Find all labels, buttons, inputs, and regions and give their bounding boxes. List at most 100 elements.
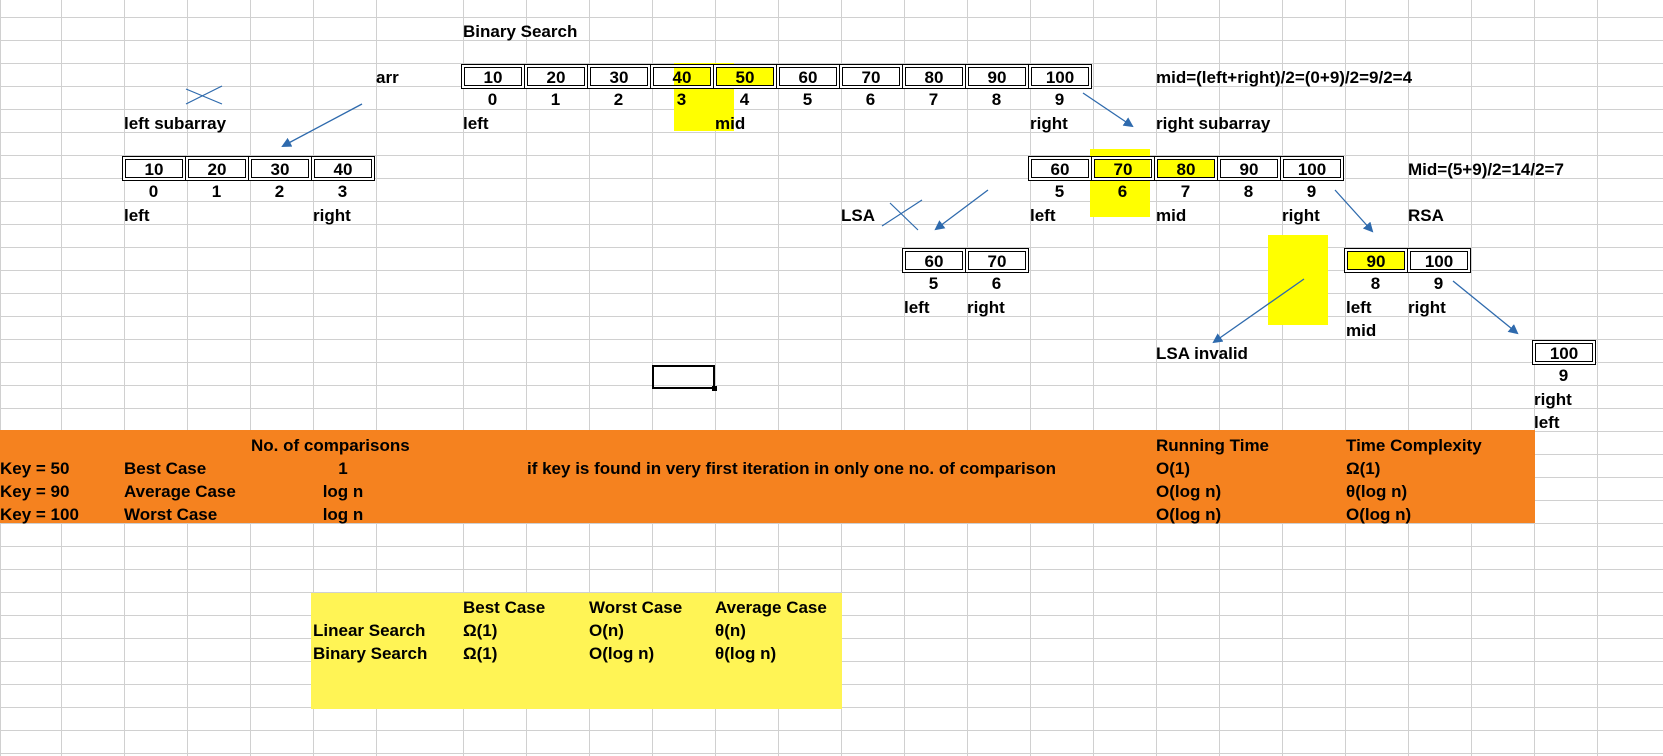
left-subarray-left-label: left: [124, 206, 150, 225]
lsa-left-label: left: [904, 298, 930, 317]
rsa-array-index: 8: [1370, 274, 1381, 293]
complexity-worst: O(log n): [1346, 505, 1412, 524]
main-array-value: 100: [1045, 68, 1075, 87]
summary-header-average: Average Case: [715, 598, 827, 617]
lsa-array-cell: 70: [965, 248, 1029, 273]
right-subarray-value: 100: [1297, 160, 1327, 179]
summary-block: [311, 593, 842, 709]
main-array-value: 40: [672, 68, 692, 87]
final-array-value: 100: [1549, 344, 1579, 363]
main-array-index: 2: [613, 90, 624, 109]
lsa-invalid-label: LSA invalid: [1156, 344, 1248, 363]
running-best: O(1): [1156, 459, 1190, 478]
right-subarray-index: 9: [1306, 182, 1317, 201]
main-array-value: 90: [987, 68, 1007, 87]
left-subarray-index: 3: [337, 182, 348, 201]
main-array-index: 8: [991, 90, 1002, 109]
page-title: Binary Search: [463, 22, 578, 41]
summary-linear-average: θ(n): [715, 621, 746, 640]
main-array-cell: 40: [650, 64, 714, 89]
case-worst: Worst Case: [124, 505, 218, 524]
final-array-cell: 100: [1532, 340, 1596, 365]
best-case-note: if key is found in very first iteration …: [527, 459, 1056, 478]
right-subarray-cell: 70: [1091, 156, 1155, 181]
main-array-value: 20: [546, 68, 566, 87]
complexity-best: Ω(1): [1346, 459, 1381, 478]
right-subarray-cell: 80: [1154, 156, 1218, 181]
right-subarray-cell: 60: [1028, 156, 1092, 181]
key-average: Key = 90: [0, 482, 70, 501]
main-array-index: 4: [739, 90, 750, 109]
right-subarray-right-label: right: [1282, 206, 1320, 225]
right-subarray-index: 8: [1243, 182, 1254, 201]
main-array-value: 60: [798, 68, 818, 87]
rsa-right-label: right: [1408, 298, 1446, 317]
lsa-array-value: 60: [924, 252, 944, 271]
right-subarray-value: 60: [1050, 160, 1070, 179]
main-mid-label: mid: [715, 114, 746, 133]
main-array-value: 70: [861, 68, 881, 87]
lsa-right-label: right: [967, 298, 1005, 317]
summary-binary-best: Ω(1): [463, 644, 498, 663]
mid-highlight-rsa: [1268, 235, 1328, 325]
main-mid-formula: mid=(left+right)/2=(0+9)/2=9/2=4: [1156, 68, 1413, 87]
left-subarray-right-label: right: [313, 206, 351, 225]
rsa-mid-label: mid: [1346, 321, 1377, 340]
mid-highlight-right: [1090, 149, 1150, 217]
summary-header-worst: Worst Case: [589, 598, 683, 617]
main-array-cell: 90: [965, 64, 1029, 89]
left-subarray-label: left subarray: [124, 114, 227, 133]
rsa-array-index: 9: [1433, 274, 1444, 293]
summary-binary-name: Binary Search: [313, 644, 428, 663]
right-subarray-cell: 100: [1280, 156, 1344, 181]
rsa-array-cell: 90: [1344, 248, 1408, 273]
summary-binary-average: θ(log n): [715, 644, 777, 663]
case-average: Average Case: [124, 482, 236, 501]
main-array-cell: 80: [902, 64, 966, 89]
rsa-array-value: 100: [1424, 252, 1454, 271]
summary-binary-worst: O(log n): [589, 644, 655, 663]
left-subarray-index: 2: [274, 182, 285, 201]
right-subarray-value: 70: [1113, 160, 1133, 179]
right-subarray-mid-label: mid: [1156, 206, 1187, 225]
left-subarray-cell: 30: [248, 156, 312, 181]
count-worst: log n: [322, 505, 364, 524]
rsa-array-cell: 100: [1407, 248, 1471, 273]
arr-label: arr: [376, 68, 399, 87]
comparisons-header: No. of comparisons: [251, 436, 410, 455]
summary-header-best: Best Case: [463, 598, 546, 617]
selected-cell[interactable]: [652, 365, 715, 389]
comparisons-band: [0, 430, 1535, 523]
key-worst: Key = 100: [0, 505, 79, 524]
running-time-header: Running Time: [1156, 436, 1270, 455]
left-subarray-index: 1: [211, 182, 222, 201]
final-array-index: 9: [1558, 366, 1569, 385]
main-array-cell: 60: [776, 64, 840, 89]
right-subarray-index: 7: [1180, 182, 1191, 201]
fill-handle[interactable]: [712, 386, 717, 391]
right-subarray-formula: Mid=(5+9)/2=14/2=7: [1408, 160, 1564, 179]
main-array-cell: 100: [1028, 64, 1092, 89]
main-array-index: 0: [487, 90, 498, 109]
rsa-array-value: 90: [1366, 252, 1386, 271]
final-left-label: left: [1534, 413, 1560, 432]
count-average: log n: [322, 482, 364, 501]
summary-linear-best: Ω(1): [463, 621, 498, 640]
rsa-left-label: left: [1346, 298, 1372, 317]
main-left-label: left: [463, 114, 489, 133]
main-array-index: 3: [676, 90, 687, 109]
main-array-value: 50: [735, 68, 755, 87]
time-complexity-header: Time Complexity: [1346, 436, 1482, 455]
left-subarray-value: 10: [144, 160, 164, 179]
left-subarray-value: 40: [333, 160, 353, 179]
main-array-cell: 10: [461, 64, 525, 89]
left-subarray-cell: 10: [122, 156, 186, 181]
summary-linear-worst: O(n): [589, 621, 624, 640]
main-array-value: 80: [924, 68, 944, 87]
main-array-cell: 20: [524, 64, 588, 89]
left-subarray-cell: 20: [185, 156, 249, 181]
right-subarray-index: 6: [1117, 182, 1128, 201]
count-best: 1: [338, 459, 348, 478]
right-subarray-left-label: left: [1030, 206, 1056, 225]
lsa-array-index: 6: [991, 274, 1002, 293]
